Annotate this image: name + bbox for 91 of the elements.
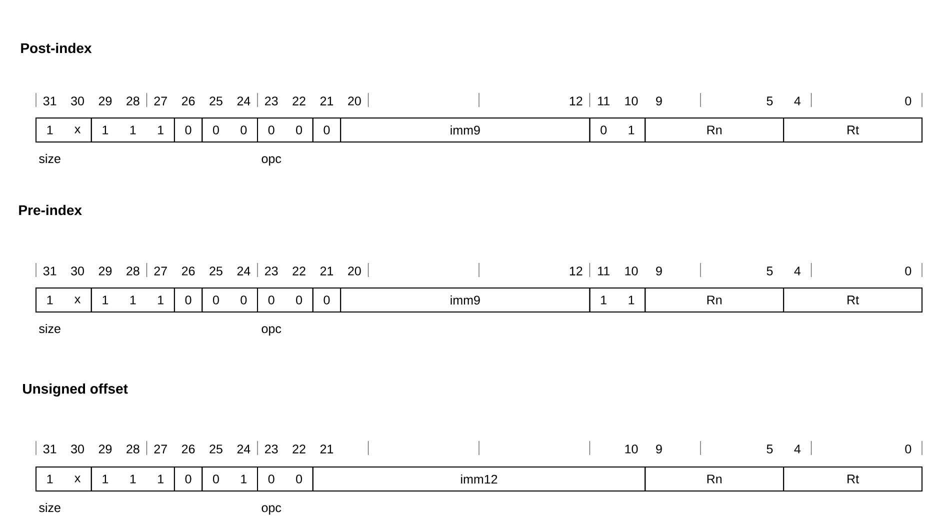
field-box: 0 1 bbox=[202, 466, 258, 492]
field-name: size bbox=[39, 324, 60, 334]
section-heading: Pre-index bbox=[19, 204, 82, 216]
bit-number: 26 bbox=[182, 96, 195, 106]
bit-number: 12 bbox=[570, 96, 582, 106]
bit-number: 20 bbox=[348, 96, 361, 106]
field-box: 1 1 1 bbox=[90, 288, 175, 312]
bit-number: 29 bbox=[98, 96, 112, 106]
field-name: size bbox=[39, 154, 60, 164]
field-name: opc bbox=[262, 505, 282, 515]
bit-number: 4 bbox=[794, 266, 801, 276]
bit-number: 30 bbox=[71, 266, 84, 276]
field-box: Rt bbox=[783, 466, 923, 492]
bit-number: 5 bbox=[766, 96, 773, 106]
field-box: 0 bbox=[312, 288, 342, 312]
bit-number: 21 bbox=[320, 444, 334, 454]
field-box: 1 x bbox=[36, 288, 92, 312]
bit-number: 9 bbox=[656, 444, 662, 454]
field-box: 0 0 bbox=[257, 118, 314, 142]
bit-number: 28 bbox=[126, 444, 140, 454]
bit-number: 25 bbox=[210, 266, 222, 276]
section-heading: Unsigned offset bbox=[23, 383, 128, 397]
field-box: imm9 bbox=[340, 288, 590, 312]
bit-number: 27 bbox=[154, 266, 167, 276]
field-box: Rt bbox=[783, 288, 923, 312]
bit-number: 28 bbox=[126, 266, 140, 276]
bit-number: 5 bbox=[766, 266, 773, 276]
bit-number: 10 bbox=[625, 444, 638, 454]
bit-number: 24 bbox=[237, 266, 250, 276]
field-box: imm12 bbox=[312, 466, 646, 492]
field-box: Rn bbox=[644, 118, 784, 142]
bit-number: 25 bbox=[210, 444, 222, 454]
field-box: 0 0 bbox=[202, 118, 258, 142]
bit-number: 0 bbox=[905, 96, 912, 106]
bit-number: 25 bbox=[210, 96, 222, 106]
field-box: 0 0 bbox=[202, 288, 258, 312]
bit-number: 10 bbox=[625, 96, 638, 106]
bit-number: 22 bbox=[292, 96, 306, 106]
bit-number: 31 bbox=[43, 444, 56, 454]
field-name: opc bbox=[262, 326, 282, 336]
field-box: Rn bbox=[644, 288, 784, 312]
bit-number: 31 bbox=[43, 96, 56, 106]
field-box: Rn bbox=[644, 466, 784, 492]
bit-number: 26 bbox=[182, 266, 195, 276]
bit-number: 11 bbox=[598, 266, 610, 276]
bit-number: 23 bbox=[265, 266, 278, 276]
field-name: opc bbox=[262, 156, 282, 166]
bit-number: 28 bbox=[126, 96, 140, 106]
field-box: 0 bbox=[312, 118, 342, 142]
bit-number: 27 bbox=[154, 96, 167, 106]
bit-number: 23 bbox=[265, 96, 278, 106]
bit-number: 22 bbox=[292, 444, 306, 454]
bit-number: 0 bbox=[905, 444, 912, 454]
bit-number: 26 bbox=[182, 444, 195, 454]
bit-number: 24 bbox=[237, 444, 250, 454]
bit-number: 22 bbox=[292, 266, 306, 276]
bit-number: 29 bbox=[98, 266, 112, 276]
field-box: 0 bbox=[174, 118, 203, 142]
bit-number: 27 bbox=[154, 444, 167, 454]
bit-number: 31 bbox=[43, 266, 56, 276]
field-box: 1 1 bbox=[589, 288, 646, 312]
bit-number: 10 bbox=[625, 266, 638, 276]
field-box: 1 1 1 bbox=[90, 466, 175, 492]
bit-number: 11 bbox=[598, 96, 610, 106]
bit-number: 23 bbox=[265, 444, 278, 454]
field-box: imm9 bbox=[340, 118, 590, 142]
bit-number: 24 bbox=[237, 96, 250, 106]
field-box: 1 x bbox=[36, 118, 92, 142]
section-heading: Post-index bbox=[21, 42, 92, 54]
bit-number: 9 bbox=[656, 96, 662, 106]
bit-number: 30 bbox=[71, 444, 84, 454]
field-box: Rt bbox=[783, 118, 923, 142]
bit-number: 0 bbox=[905, 266, 912, 276]
field-box: 0 bbox=[174, 288, 203, 312]
bit-number: 4 bbox=[794, 444, 801, 454]
field-box: 1 x bbox=[36, 466, 92, 492]
bit-number: 20 bbox=[348, 266, 361, 276]
field-box: 0 0 bbox=[257, 288, 314, 312]
bit-number: 29 bbox=[98, 444, 112, 454]
bit-number: 9 bbox=[656, 266, 662, 276]
bit-number: 4 bbox=[794, 96, 801, 106]
field-box: 0 0 bbox=[257, 466, 314, 492]
bit-number: 5 bbox=[766, 444, 773, 454]
bit-number: 30 bbox=[71, 96, 84, 106]
bit-number: 12 bbox=[570, 266, 582, 276]
bit-number: 21 bbox=[320, 266, 334, 276]
field-name: size bbox=[39, 502, 60, 512]
bit-number: 21 bbox=[320, 96, 334, 106]
field-box: 0 bbox=[174, 466, 203, 492]
field-box: 0 1 bbox=[589, 118, 646, 142]
field-box: 1 1 1 bbox=[90, 118, 175, 142]
